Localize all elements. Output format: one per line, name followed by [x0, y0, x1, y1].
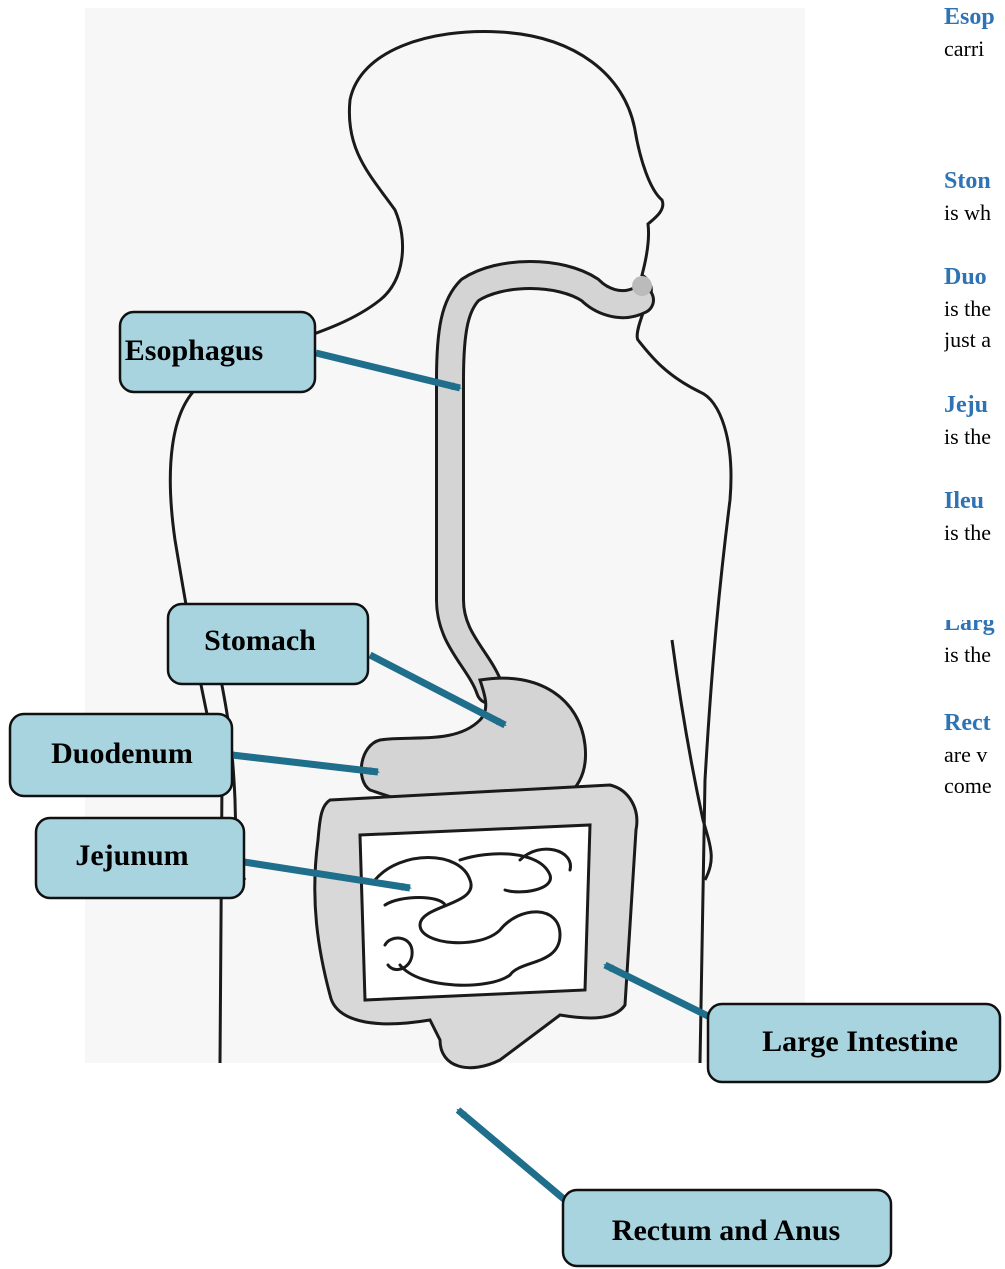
- note-esophagus: Esop carri: [944, 2, 995, 64]
- note-term: Rect: [944, 708, 992, 739]
- note-term: Duo: [944, 262, 991, 293]
- rectum-anus-arrow: [458, 1110, 565, 1200]
- note-rectum: Rect are v come: [944, 708, 992, 801]
- rectum-anus-label: Rectum and Anus: [612, 1214, 840, 1247]
- large-intestine-label-box: Large Intestine: [708, 1004, 1000, 1082]
- note-duodenum: Duo is the just a: [944, 262, 991, 355]
- note-term: Ston: [944, 166, 991, 197]
- jejunum-label: Jejunum: [75, 839, 188, 872]
- mouth: [632, 276, 652, 296]
- note-term: Larg: [944, 620, 995, 639]
- stomach-label-box: Stomach: [168, 604, 368, 684]
- large-intestine-label: Large Intestine: [762, 1025, 958, 1058]
- note-text: are v: [944, 739, 992, 770]
- jejunum-label-box: Jejunum: [36, 818, 244, 898]
- note-text: is wh: [944, 197, 991, 228]
- organ-descriptions-lower: Larg is the Rect are v come: [944, 620, 1005, 910]
- note-text: just a: [944, 324, 991, 355]
- note-stomach: Ston is wh: [944, 166, 991, 228]
- esophagus-label-box: Esophagus: [120, 312, 315, 392]
- note-text: is the: [944, 639, 995, 670]
- rectum-anus-label-box: Rectum and Anus: [563, 1190, 891, 1266]
- duodenum-label-box: Duodenum: [10, 714, 232, 796]
- esophagus-label: Esophagus: [125, 334, 263, 367]
- note-text: carri: [944, 33, 995, 64]
- note-ileum: Ileu is the: [944, 486, 991, 548]
- organ-descriptions: Esop carri Ston is wh Duo is the just a …: [944, 0, 1005, 620]
- note-term: Ileu: [944, 486, 991, 517]
- note-term: Esop: [944, 2, 995, 33]
- note-text: is the: [944, 421, 991, 452]
- note-large-intestine: Larg is the: [944, 620, 995, 670]
- note-jejunum: Jeju is the: [944, 390, 991, 452]
- note-text: come: [944, 770, 992, 801]
- note-term: Jeju: [944, 390, 991, 421]
- note-text: is the: [944, 517, 991, 548]
- note-text: is the: [944, 293, 991, 324]
- duodenum-label: Duodenum: [51, 737, 193, 770]
- stomach-label: Stomach: [204, 624, 316, 657]
